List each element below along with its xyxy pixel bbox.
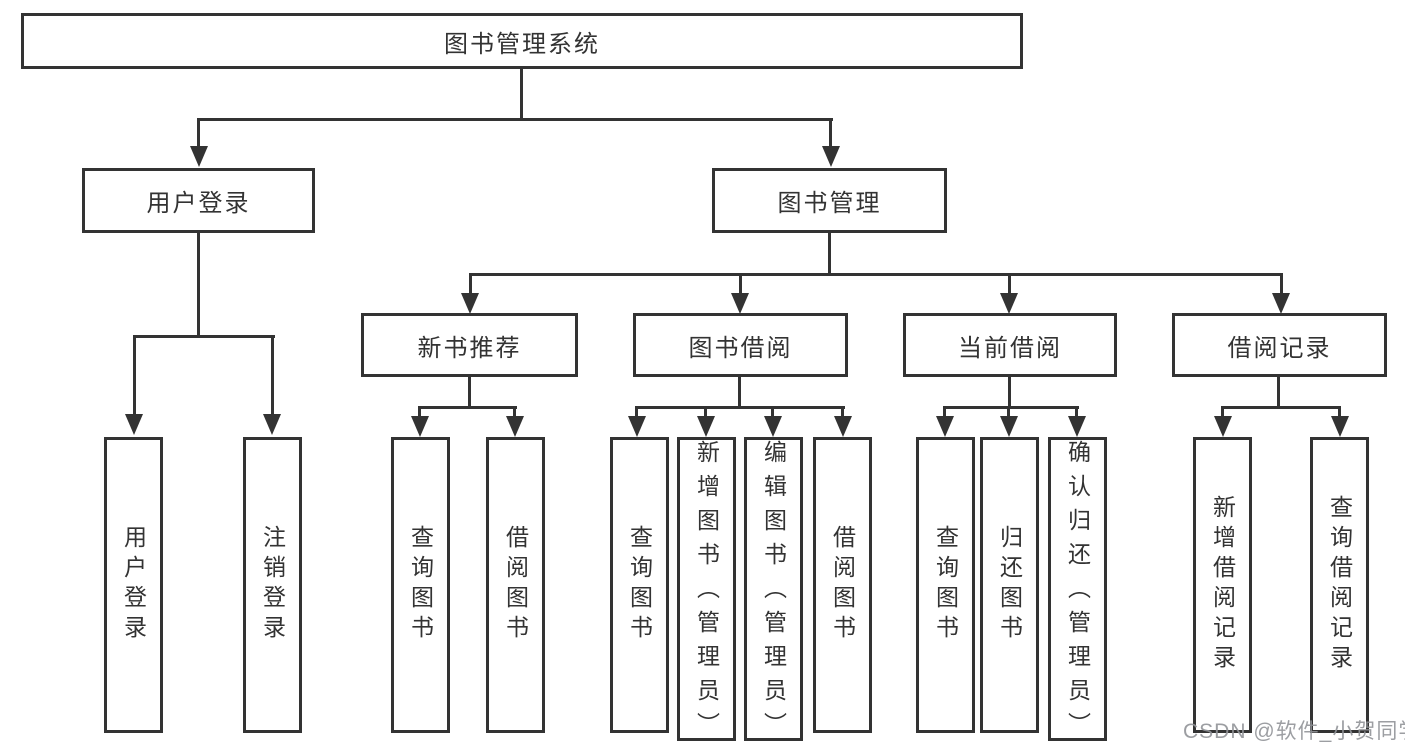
connector-line bbox=[1075, 406, 1078, 416]
arrow-down-icon bbox=[411, 416, 429, 437]
csdn-watermark: CSDN @软件_小贺同学 bbox=[1183, 720, 1405, 743]
connector-line bbox=[829, 118, 832, 147]
leaf-add-book-admin: 新增图书（管理员） bbox=[677, 437, 736, 746]
connector-line bbox=[197, 118, 200, 147]
leaf-query-books-current: 查询图书 bbox=[916, 437, 975, 733]
arrow-down-icon bbox=[764, 416, 782, 437]
connector-line bbox=[468, 377, 471, 406]
leaf-add-borrow-record: 新增借阅记录 bbox=[1193, 437, 1252, 733]
arrow-down-icon bbox=[936, 416, 954, 437]
arrow-down-icon bbox=[263, 414, 281, 435]
node-book-management: 图书管理 bbox=[712, 168, 947, 233]
node-user-login: 用户登录 bbox=[82, 168, 315, 233]
leaf-edit-book-admin: 编辑图书（管理员） bbox=[744, 437, 803, 746]
node-current-borrowing: 当前借阅 bbox=[903, 313, 1117, 377]
node-library-management-system: 图书管理系统 bbox=[21, 13, 1023, 69]
arrow-down-icon bbox=[731, 293, 749, 314]
node-borrowing-records: 借阅记录 bbox=[1172, 313, 1387, 377]
connector-line bbox=[469, 273, 1283, 276]
arrow-down-icon bbox=[834, 416, 852, 437]
connector-line bbox=[739, 273, 742, 294]
leaf-query-books-borrowing: 查询图书 bbox=[610, 437, 669, 733]
connector-line bbox=[738, 377, 741, 406]
connector-line bbox=[1280, 273, 1283, 294]
connector-line bbox=[1338, 406, 1341, 416]
connector-line bbox=[943, 406, 1079, 409]
connector-line bbox=[1007, 406, 1010, 416]
connector-line bbox=[771, 406, 774, 416]
connector-line bbox=[469, 273, 472, 294]
leaf-query-borrow-record: 查询借阅记录 bbox=[1310, 437, 1369, 733]
leaf-borrow-books-recommend: 借阅图书 bbox=[486, 437, 545, 733]
arrow-down-icon bbox=[125, 414, 143, 435]
connector-line bbox=[133, 335, 275, 338]
connector-line bbox=[841, 406, 844, 416]
leaf-query-books-recommend: 查询图书 bbox=[391, 437, 450, 733]
connector-line bbox=[197, 233, 200, 335]
arrow-down-icon bbox=[461, 293, 479, 314]
connector-line bbox=[133, 335, 136, 415]
node-new-book-recommendation: 新书推荐 bbox=[361, 313, 578, 377]
leaf-borrow-books-borrowing: 借阅图书 bbox=[813, 437, 872, 733]
connector-line bbox=[197, 118, 833, 121]
connector-line bbox=[943, 406, 946, 416]
connector-line bbox=[828, 233, 831, 273]
connector-line bbox=[635, 406, 845, 409]
arrow-down-icon bbox=[1331, 416, 1349, 437]
connector-line bbox=[1008, 273, 1011, 294]
node-book-borrowing: 图书借阅 bbox=[633, 313, 848, 377]
arrow-down-icon bbox=[506, 416, 524, 437]
arrow-down-icon bbox=[822, 146, 840, 167]
leaf-return-books: 归还图书 bbox=[980, 437, 1039, 733]
connector-line bbox=[271, 335, 274, 415]
connector-line bbox=[513, 406, 516, 416]
connector-line bbox=[418, 406, 517, 409]
leaf-logout: 注销登录 bbox=[243, 437, 302, 733]
connector-line bbox=[1277, 377, 1280, 406]
arrow-down-icon bbox=[190, 146, 208, 167]
connector-line bbox=[704, 406, 707, 416]
connector-line bbox=[1221, 406, 1341, 409]
connector-line bbox=[1008, 377, 1011, 406]
connector-line bbox=[520, 69, 523, 118]
arrow-down-icon bbox=[1000, 416, 1018, 437]
arrow-down-icon bbox=[1068, 416, 1086, 437]
arrow-down-icon bbox=[1000, 293, 1018, 314]
connector-line bbox=[418, 406, 421, 416]
leaf-confirm-return-admin: 确认归还（管理员） bbox=[1048, 437, 1107, 746]
arrow-down-icon bbox=[1214, 416, 1232, 437]
arrow-down-icon bbox=[697, 416, 715, 437]
arrow-down-icon bbox=[628, 416, 646, 437]
leaf-user-login: 用户登录 bbox=[104, 437, 163, 733]
arrow-down-icon bbox=[1272, 293, 1290, 314]
connector-line bbox=[1221, 406, 1224, 416]
connector-line bbox=[635, 406, 638, 416]
